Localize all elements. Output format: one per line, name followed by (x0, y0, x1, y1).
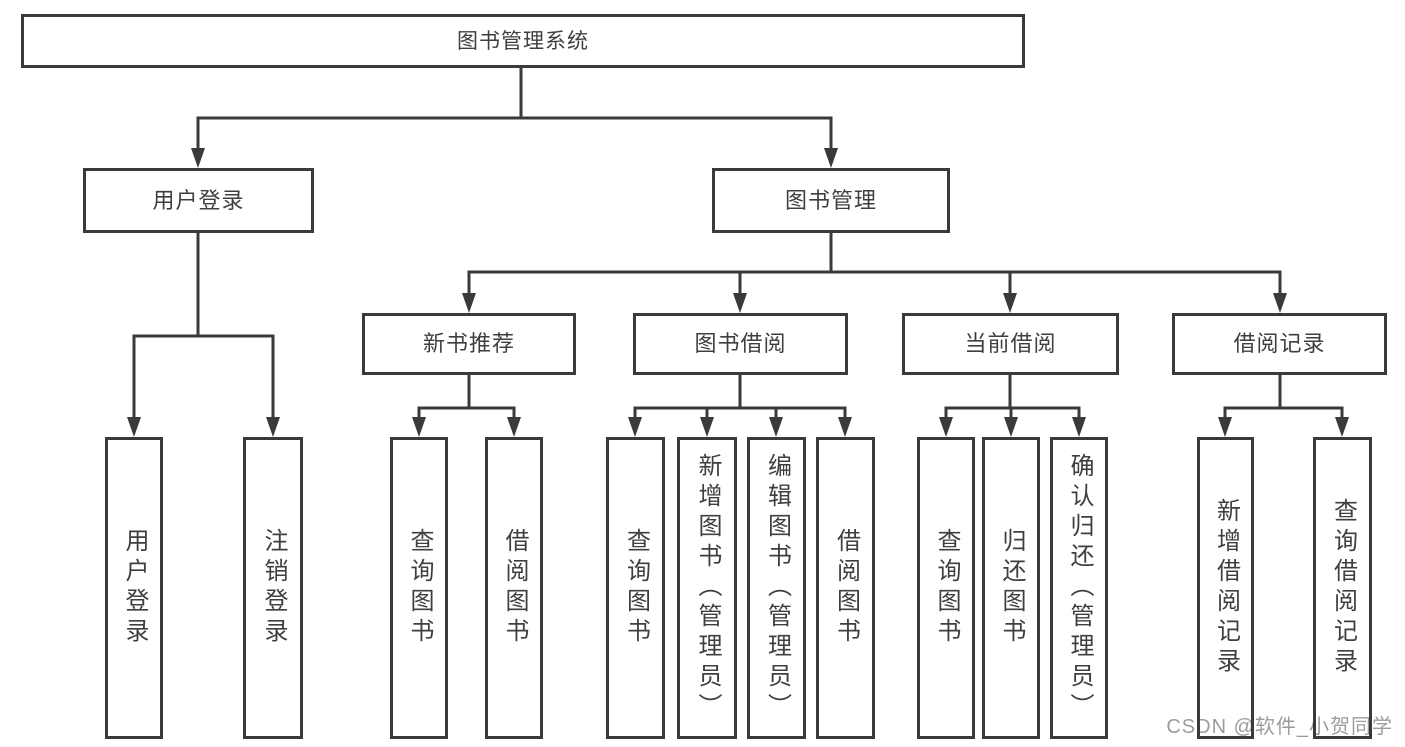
leaf-logout: 注销登录 (243, 437, 303, 739)
leaf-edit-books-admin: 编辑图书（管理员） (747, 437, 806, 739)
arrowhead-icon (127, 417, 141, 437)
leaf-query-borrow-record: 查询借阅记录 (1313, 437, 1372, 739)
node-label: 图书管理系统 (457, 29, 589, 53)
arrowhead-icon (838, 417, 852, 437)
leaf-query-books: 查询图书 (917, 437, 975, 739)
arrowhead-icon (1335, 417, 1349, 437)
leaf-confirm-return-admin: 确认归还（管理员） (1050, 437, 1108, 739)
arrowhead-icon (266, 417, 280, 437)
arrowhead-icon (1072, 417, 1086, 437)
leaf-query-books: 查询图书 (390, 437, 448, 739)
node-label: 新书推荐 (422, 331, 515, 356)
arrowhead-icon (1218, 417, 1232, 437)
tree-edges (132, 65, 1344, 421)
node-label: 用户登录 (152, 187, 245, 213)
node-current-borrowing: 当前借阅 (902, 313, 1119, 375)
csdn-watermark: CSDN @软件_小贺同学 (1166, 716, 1393, 738)
arrowhead-icon (628, 417, 642, 437)
arrowheads (127, 148, 1349, 437)
leaf-user-login: 用户登录 (105, 437, 163, 739)
arrowhead-icon (191, 148, 205, 168)
arrowhead-icon (700, 417, 714, 437)
node-label: 图书管理 (784, 187, 877, 213)
node-library-management-system: 图书管理系统 (21, 14, 1025, 68)
leaf-borrow-books: 借阅图书 (816, 437, 875, 739)
leaf-query-books: 查询图书 (606, 437, 665, 739)
leaf-label: 查询图书 (933, 528, 960, 648)
leaf-label: 借阅图书 (501, 528, 528, 648)
leaf-return-books: 归还图书 (982, 437, 1040, 739)
arrowhead-icon (462, 293, 476, 313)
leaf-label: 借阅图书 (832, 528, 860, 648)
node-book-management: 图书管理 (712, 168, 950, 233)
leaf-label: 归还图书 (998, 528, 1025, 648)
leaf-label: 注销登录 (260, 528, 287, 648)
node-book-borrowing: 图书借阅 (633, 313, 848, 375)
arrowhead-icon (939, 417, 953, 437)
leaf-label: 新增图书（管理员） (694, 453, 721, 723)
arrowhead-icon (412, 417, 426, 437)
leaf-label: 新增借阅记录 (1212, 498, 1240, 678)
leaf-label: 编辑图书（管理员） (763, 453, 791, 723)
leaf-borrow-books: 借阅图书 (485, 437, 543, 739)
arrowhead-icon (824, 148, 838, 168)
node-label: 借阅记录 (1233, 331, 1326, 356)
leaf-label: 查询图书 (406, 528, 433, 648)
node-user-login: 用户登录 (83, 168, 314, 233)
node-label: 图书借阅 (694, 331, 787, 356)
arrowhead-icon (769, 417, 783, 437)
node-new-book-recommendation: 新书推荐 (362, 313, 576, 375)
leaf-add-books-admin: 新增图书（管理员） (677, 437, 737, 739)
leaf-label: 查询借阅记录 (1329, 498, 1357, 678)
arrowhead-icon (1003, 293, 1017, 313)
node-borrowing-records: 借阅记录 (1172, 313, 1387, 375)
leaf-label: 用户登录 (121, 528, 148, 648)
node-label: 当前借阅 (964, 331, 1057, 356)
arrowhead-icon (733, 293, 747, 313)
leaf-label: 查询图书 (622, 528, 650, 648)
arrowhead-icon (1004, 417, 1018, 437)
leaf-add-borrow-record: 新增借阅记录 (1197, 437, 1254, 739)
arrowhead-icon (507, 417, 521, 437)
arrowhead-icon (1273, 293, 1287, 313)
leaf-label: 确认归还（管理员） (1066, 453, 1093, 723)
